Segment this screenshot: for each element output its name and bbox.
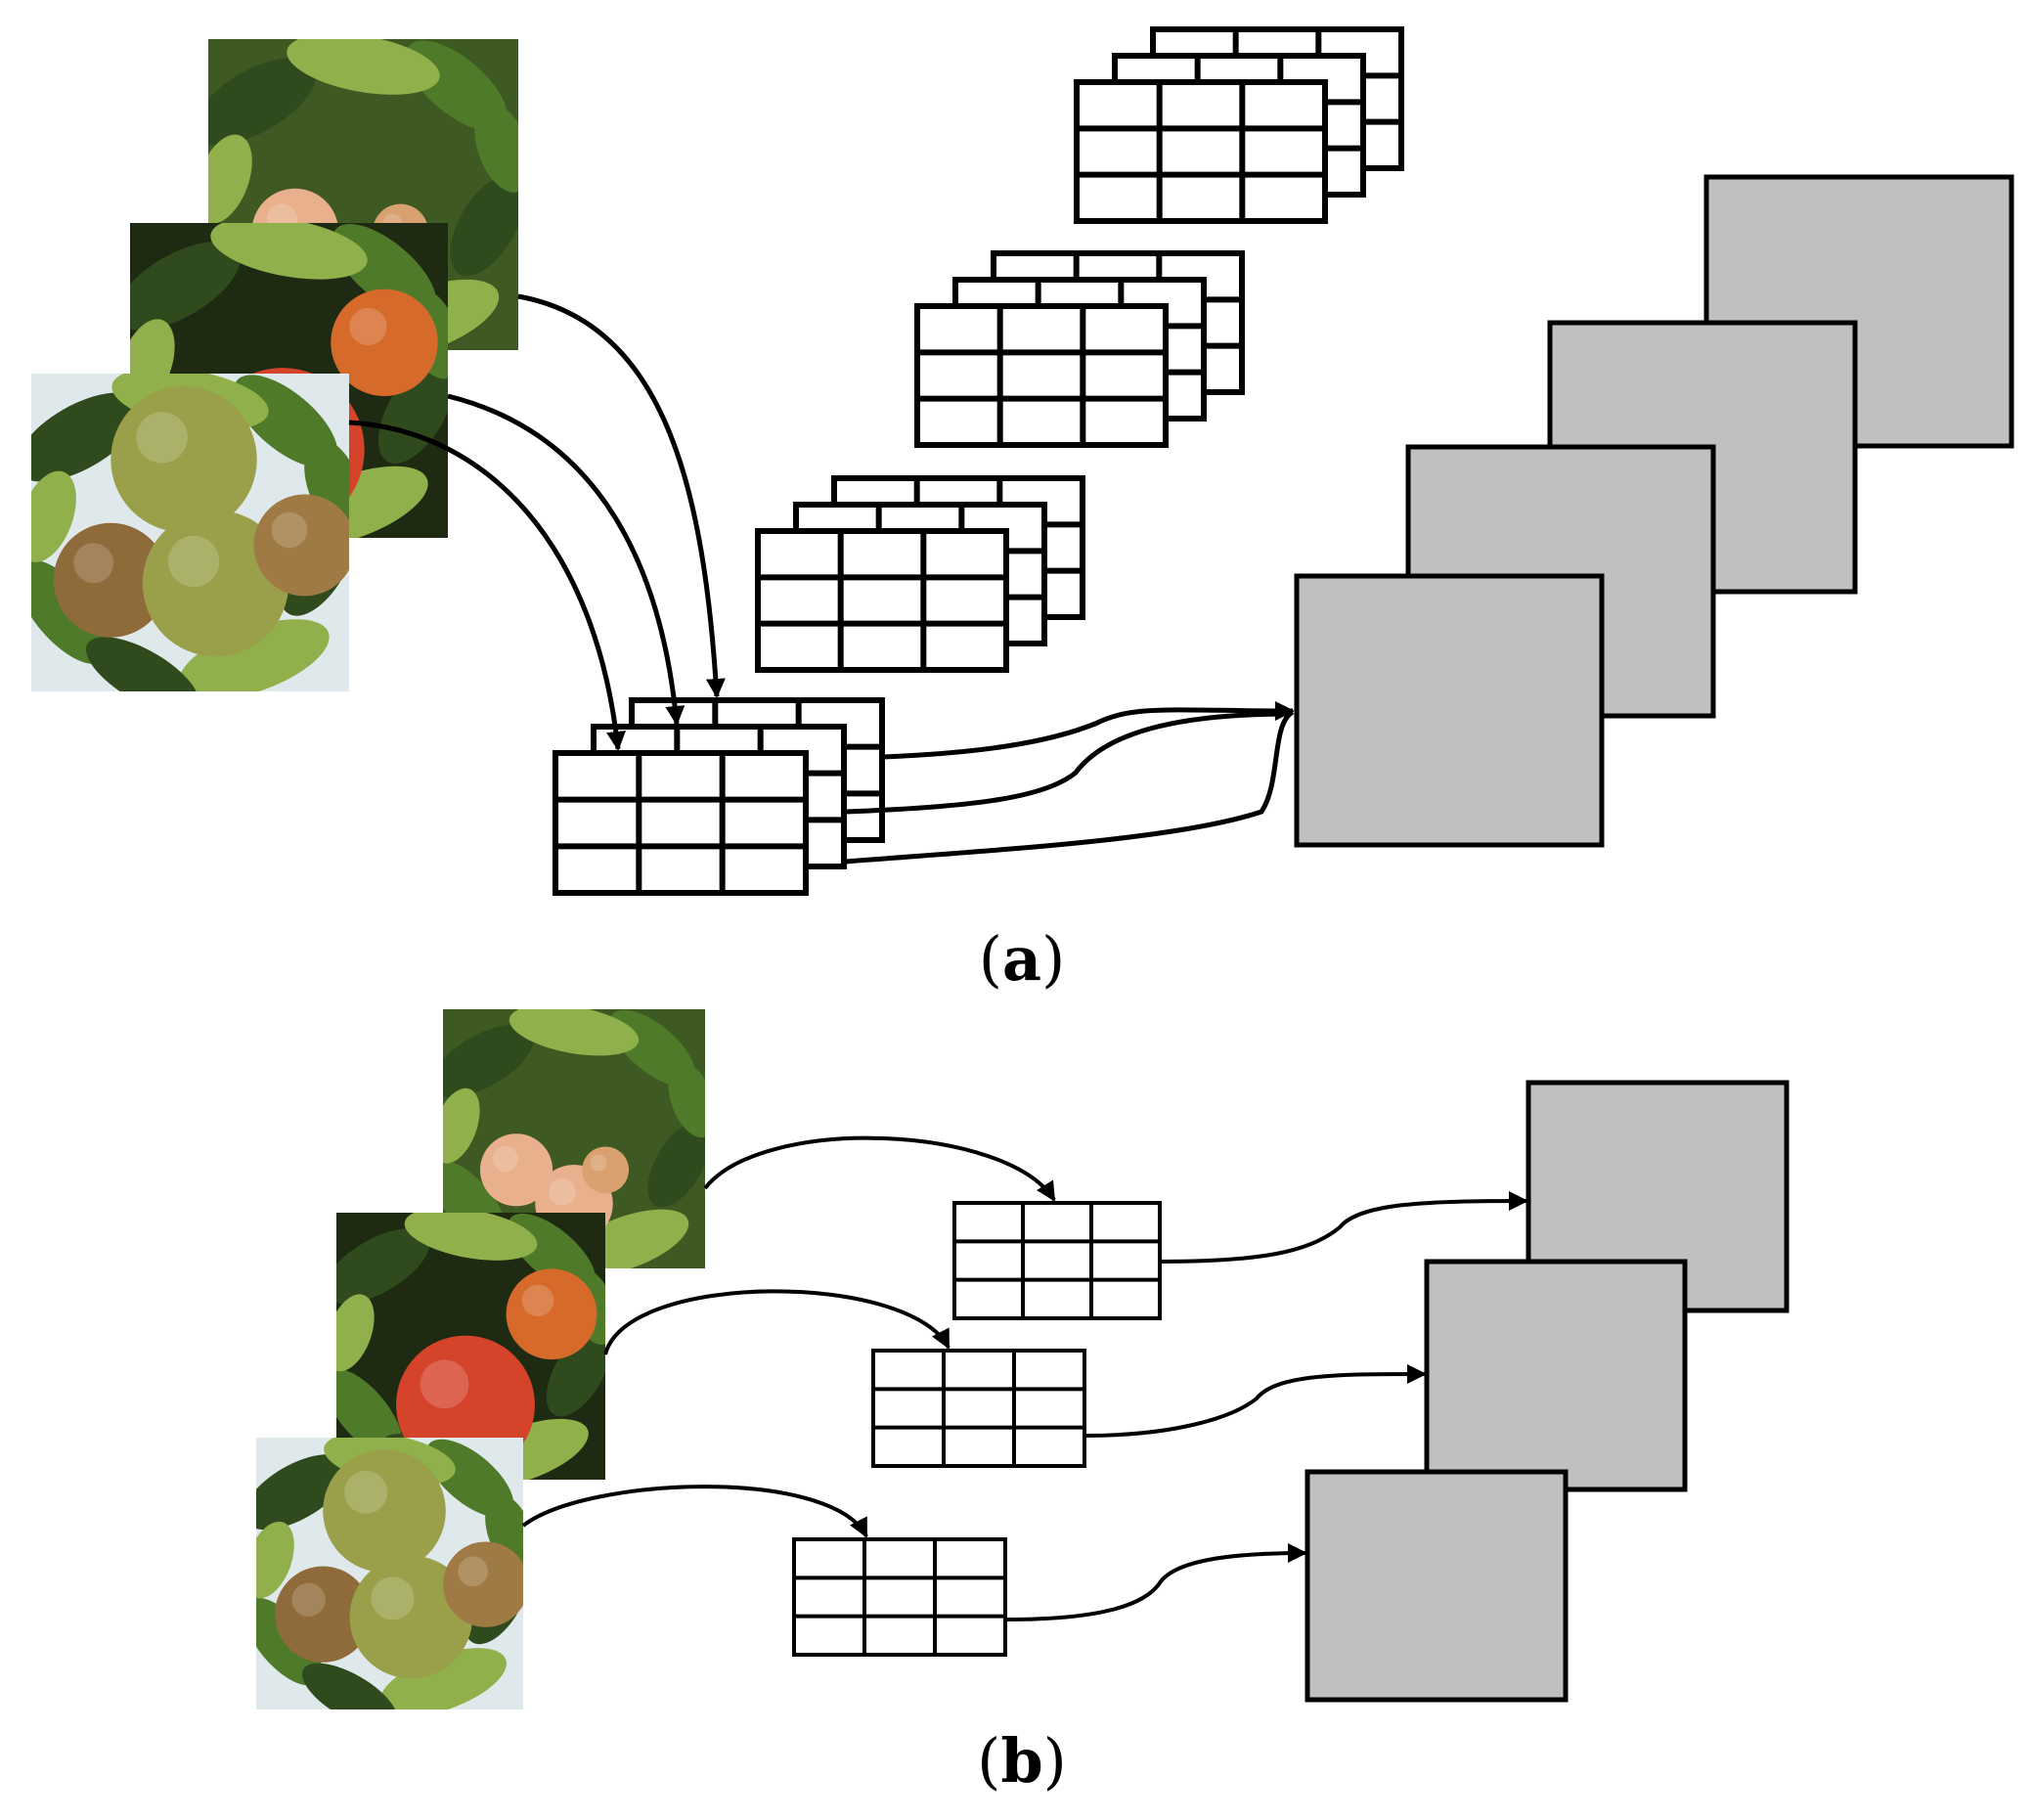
grid-stack <box>553 697 885 896</box>
arrow-connector <box>603 1289 951 1355</box>
gray-square-icon <box>1294 573 1605 848</box>
arrow-connector <box>447 393 685 726</box>
grid-stack <box>914 250 1245 448</box>
table-grid-icon <box>914 303 1169 448</box>
table-grid-icon <box>1074 79 1328 224</box>
gray-square-icon <box>1424 1259 1688 1492</box>
panel-a <box>31 26 2014 896</box>
arrow-connector <box>517 293 726 698</box>
caption-b: (b) <box>977 1725 1067 1797</box>
arrow-connector <box>1004 1543 1307 1621</box>
arrow-connector <box>845 709 1295 865</box>
arrow-connector <box>882 700 1295 760</box>
caption-a: (a) <box>979 923 1066 995</box>
grid-stack <box>755 475 1085 673</box>
arrow-connector <box>348 420 627 751</box>
table-grid-icon <box>871 1349 1086 1468</box>
table-grid-icon <box>792 1537 1007 1657</box>
apple-photo-icon <box>31 374 349 691</box>
table-grid-icon <box>952 1201 1162 1320</box>
panel-b <box>256 1009 1790 1709</box>
table-grid-icon <box>553 750 809 896</box>
arrow-connector <box>1083 1364 1427 1438</box>
arrow-connector <box>845 711 1292 815</box>
arrow-connector <box>521 1485 868 1538</box>
grid-stack <box>1074 26 1404 224</box>
gray-square-icon <box>1304 1469 1569 1703</box>
table-grid-icon <box>755 528 1009 673</box>
apple-photo-icon <box>256 1438 523 1709</box>
arrow-connector <box>1159 1191 1528 1264</box>
arrow-connector <box>703 1135 1056 1202</box>
